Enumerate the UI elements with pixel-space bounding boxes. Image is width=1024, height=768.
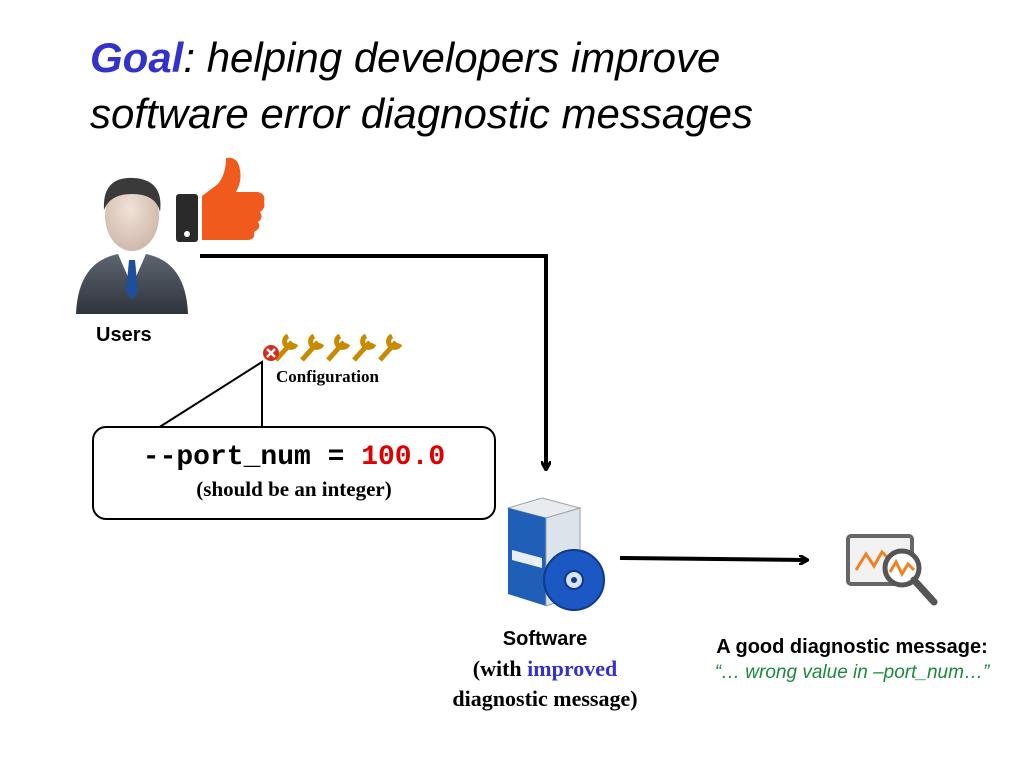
title-line2: software error diagnostic messages (90, 90, 753, 137)
config-note: (should be an integer) (196, 477, 392, 501)
good-message-example: “… wrong value in –port_num…” (714, 662, 990, 683)
users-label: Users (96, 324, 152, 346)
software-box-icon (506, 497, 605, 611)
good-message-title: A good diagnostic message: (716, 636, 988, 658)
bubble-tail (157, 360, 263, 429)
config-error-bubble: --port_num = 100.0 (should be an integer… (92, 426, 496, 520)
improved-word: improved (527, 656, 618, 681)
software-title: Software (502, 628, 588, 650)
error-badge-icon (263, 345, 279, 361)
slide-title: Goal: helping developers improve softwar… (90, 30, 990, 142)
user-to-software-arrow (200, 254, 546, 468)
code-prefix: --port_num = (142, 442, 362, 473)
title-line1: : helping developers improve (183, 34, 721, 81)
software-line3: diagnostic message) (452, 686, 638, 711)
code-value: 100.0 (361, 442, 446, 473)
configuration-label: Configuration (276, 367, 379, 386)
good-message-label: A good diagnostic message: “… wrong valu… (680, 634, 1024, 686)
thumbs-up-icon (176, 157, 265, 242)
software-line2: (with improved (472, 656, 618, 681)
chart-magnifier-icon (846, 534, 938, 606)
wrench-icons (263, 333, 403, 362)
software-label: Software (with improved diagnostic messa… (420, 624, 670, 714)
user-icon (76, 177, 188, 314)
title-accent: Goal (90, 34, 184, 81)
software-to-message-arrow (619, 558, 806, 560)
config-code-line: --port_num = 100.0 (94, 442, 494, 473)
